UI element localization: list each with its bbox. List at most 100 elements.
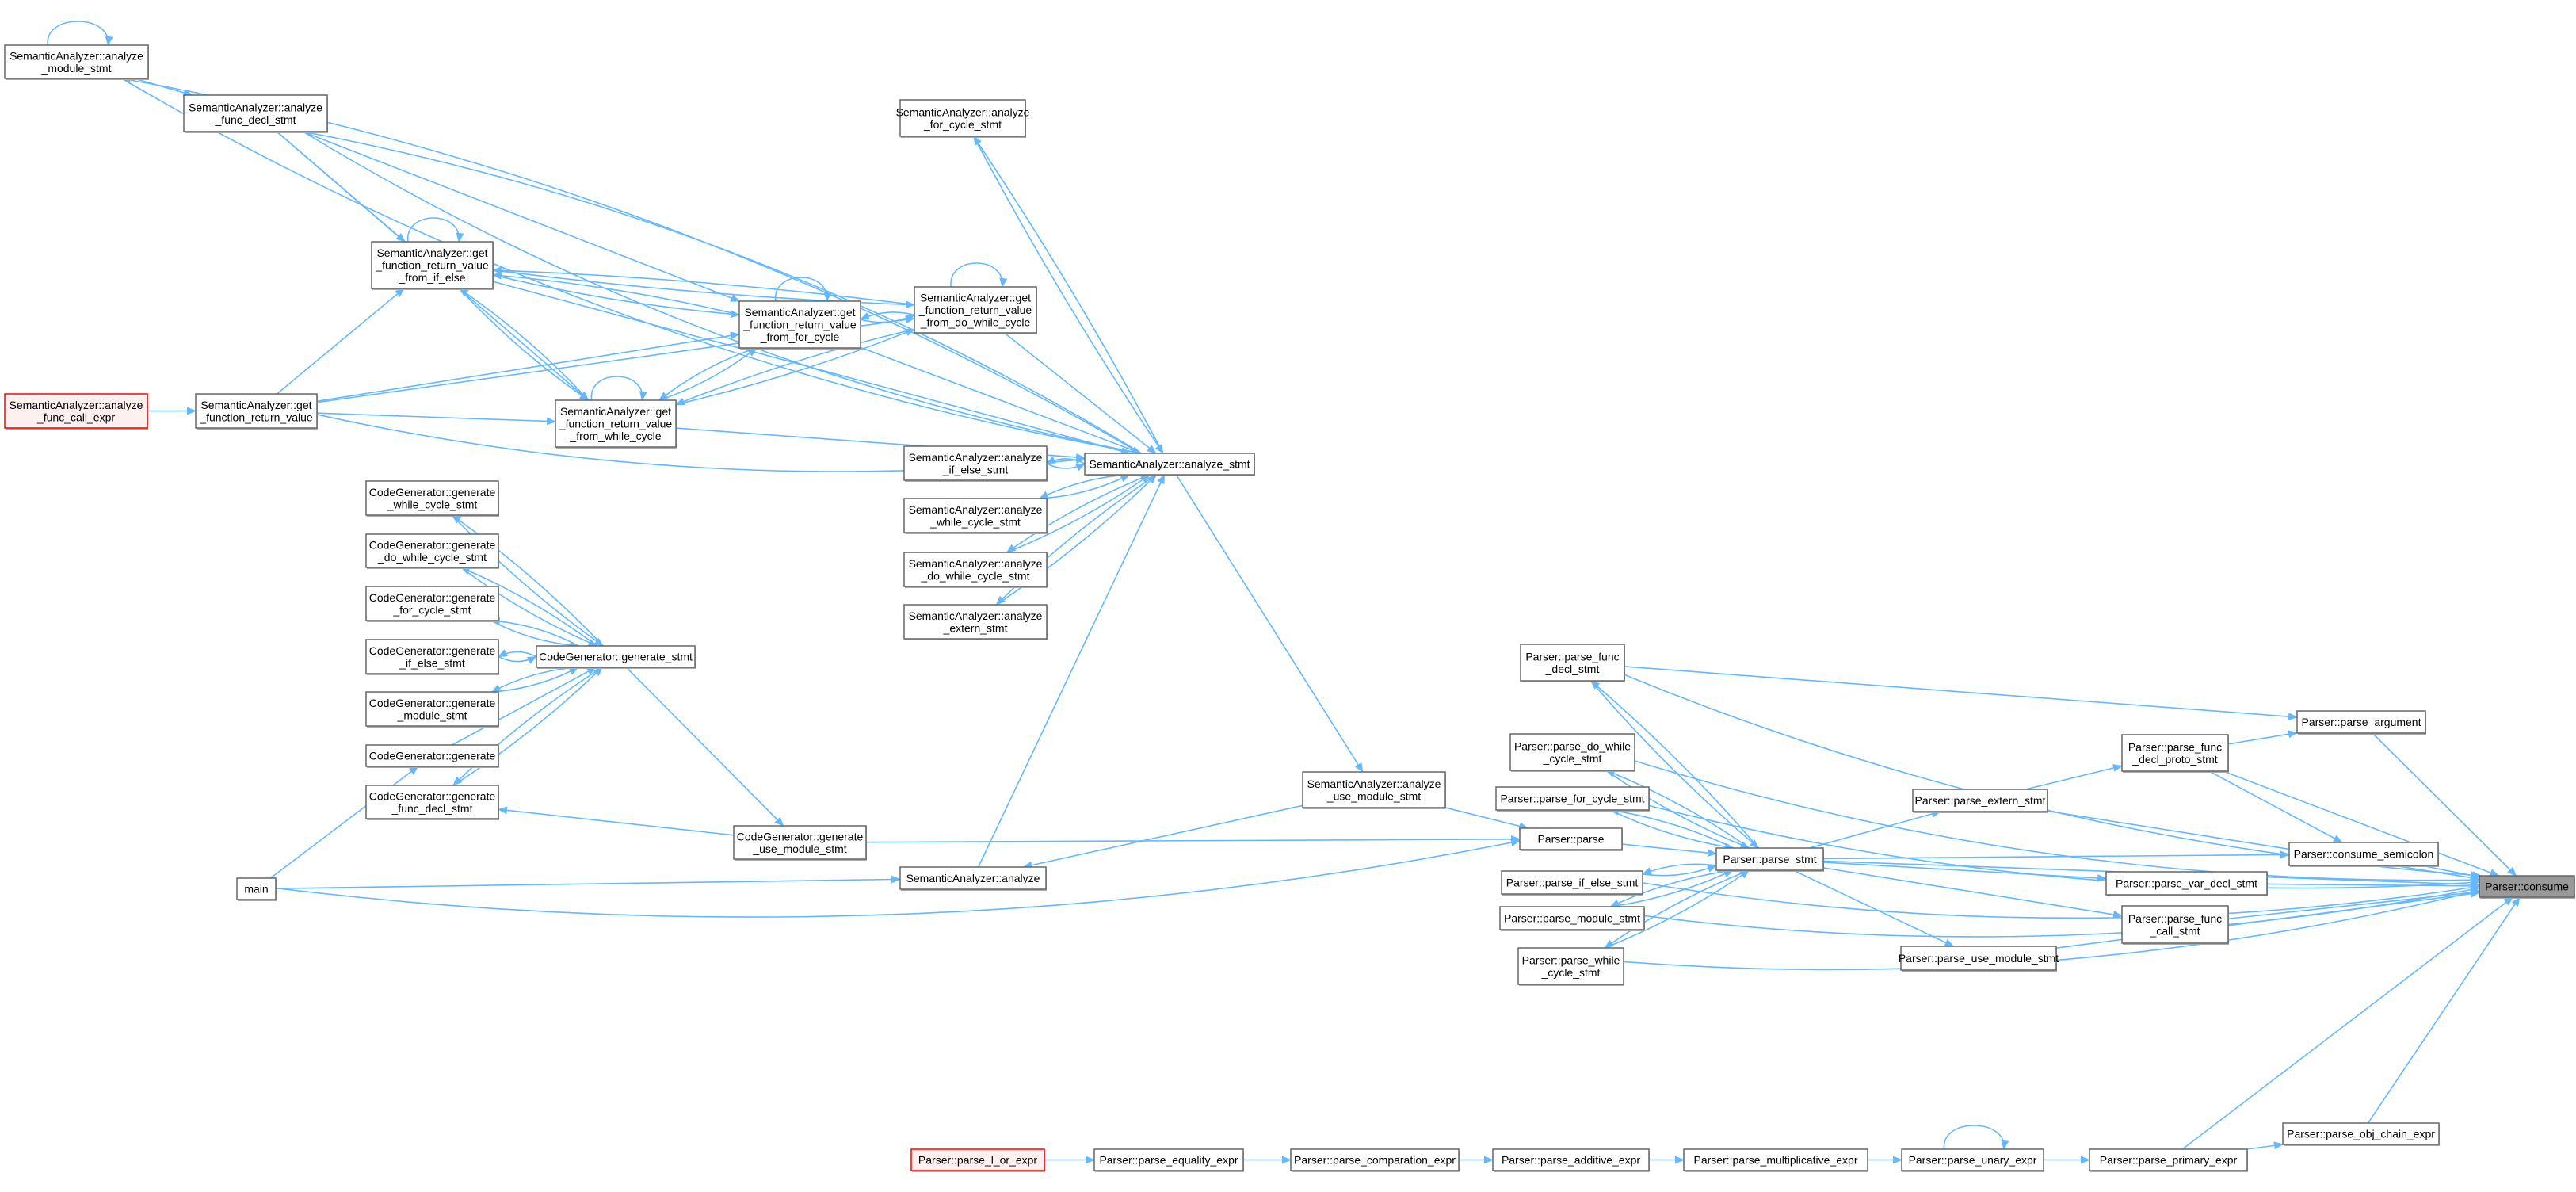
edge-sa_if-to-sa_stmt xyxy=(1046,463,1086,472)
node-box xyxy=(4,393,148,429)
node-box xyxy=(733,825,867,860)
node-cg-do[interactable]: CodeGenerator::generate_do_while_cycle_s… xyxy=(365,533,499,569)
edge-gfrv_while-to-gfrv_do xyxy=(675,328,915,406)
node-label-line: Parser::parse_func xyxy=(1525,650,1619,663)
node-p-unary[interactable]: Parser::parse_unary_expr xyxy=(1901,1148,2044,1172)
node-p-use[interactable]: Parser::parse_use_module_stmt xyxy=(1899,946,2059,972)
node-cg-while[interactable]: CodeGenerator::generate_while_cycle_stmt xyxy=(365,480,499,517)
node-cg-module[interactable]: CodeGenerator::generate_module_stmt xyxy=(365,691,499,728)
node-cg-gen[interactable]: CodeGenerator::generate xyxy=(365,744,499,768)
node-sa-module[interactable]: SemanticAnalyzer::analyze_module_stmt xyxy=(4,44,149,80)
node-p-func-decl[interactable]: Parser::parse_func_decl_stmt xyxy=(1520,644,1625,682)
node-box xyxy=(365,586,499,621)
node-box xyxy=(536,645,696,668)
node-p-proto[interactable]: Parser::parse_func_decl_proto_stmt xyxy=(2121,734,2229,773)
edge-cg_for-to-cg_stmt xyxy=(490,620,580,650)
edge-sa_use-to-sa_analyze xyxy=(1022,804,1303,869)
edge-p_do-to-p_consume xyxy=(1634,760,2480,884)
node-p-extern[interactable]: Parser::parse_extern_stmt xyxy=(1912,789,2048,813)
node-sa-use[interactable]: SemanticAnalyzer::analyze_use_module_stm… xyxy=(1302,771,1446,809)
node-sa-stmt[interactable]: SemanticAnalyzer::analyze_stmt xyxy=(1084,453,1255,476)
node-box xyxy=(1509,733,1635,771)
edge-gfrv_do-to-gfrv_if xyxy=(492,266,915,306)
nodes-layer: SemanticAnalyzer::analyze_module_stmtSem… xyxy=(4,44,2575,1172)
node-box xyxy=(365,639,499,674)
node-label-line: CodeGenerator::generate xyxy=(369,697,496,709)
node-label-line: _use_module_stmt xyxy=(752,842,846,855)
node-sa-while[interactable]: SemanticAnalyzer::analyze_while_cycle_st… xyxy=(903,498,1048,534)
node-p-comp[interactable]: Parser::parse_comparation_expr xyxy=(1290,1148,1460,1172)
node-label-line: _do_while_cycle_stmt xyxy=(921,569,1030,582)
edge-sa_stmt-to-sa_use xyxy=(1175,474,1364,773)
edge-p_chain-to-p_consume xyxy=(2367,896,2521,1124)
edge-p_proto-to-p_arg xyxy=(2227,730,2298,745)
node-cg-stmt[interactable]: CodeGenerator::generate_stmt xyxy=(536,645,696,669)
node-gfrv-do[interactable]: SemanticAnalyzer::get_function_return_va… xyxy=(914,286,1037,334)
node-p-semi[interactable]: Parser::consume_semicolon xyxy=(2288,842,2439,867)
edge-gfrv-to-gfrv_while xyxy=(316,412,556,426)
node-sa-call[interactable]: SemanticAnalyzer::analyze_func_call_expr xyxy=(4,393,148,430)
node-p-for[interactable]: Parser::parse_for_cycle_stmt xyxy=(1495,786,1650,812)
node-box xyxy=(2089,1148,2248,1171)
node-box xyxy=(555,399,677,448)
node-sa-analyze[interactable]: SemanticAnalyzer::analyze xyxy=(899,866,1047,891)
node-p-call[interactable]: Parser::parse_func_call_stmt xyxy=(2121,905,2229,945)
node-box xyxy=(1495,786,1650,811)
node-p-stmt[interactable]: Parser::parse_stmt xyxy=(1715,847,1824,872)
node-box xyxy=(2296,710,2426,734)
edge-p_func_decl-to-p_stmt xyxy=(1589,680,1760,849)
node-p-arg[interactable]: Parser::parse_argument xyxy=(2296,710,2426,735)
node-p-if[interactable]: Parser::parse_if_else_stmt xyxy=(1501,870,1643,896)
node-sa-do[interactable]: SemanticAnalyzer::analyze_do_while_cycle… xyxy=(903,552,1048,588)
node-cg-func[interactable]: CodeGenerator::generate_func_decl_stmt xyxy=(365,785,499,820)
node-cg-use[interactable]: CodeGenerator::generate_use_module_stmt xyxy=(733,825,867,861)
node-sa-func-decl[interactable]: SemanticAnalyzer::analyze_func_decl_stmt xyxy=(183,94,328,133)
node-p-mult[interactable]: Parser::parse_multiplicative_expr xyxy=(1683,1148,1868,1172)
node-p-do[interactable]: Parser::parse_do_while_cycle_stmt xyxy=(1509,733,1635,772)
node-gfrv-for[interactable]: SemanticAnalyzer::get_function_return_va… xyxy=(738,300,861,350)
node-label-line: _from_for_cycle xyxy=(760,330,840,343)
node-p-eq[interactable]: Parser::parse_equality_expr xyxy=(1093,1148,1244,1172)
edge-p_primary-to-p_chain xyxy=(2246,1141,2284,1150)
edge-sa_stmt-to-sa_while xyxy=(1039,474,1130,499)
node-label-line: SemanticAnalyzer::analyze xyxy=(909,503,1043,516)
node-cg-if[interactable]: CodeGenerator::generate_if_else_stmt xyxy=(365,639,499,675)
edge-p_arg-to-p_consume xyxy=(2372,732,2517,877)
node-box xyxy=(183,94,328,132)
node-main[interactable]: main xyxy=(236,877,277,901)
node-p-consume[interactable]: Parser::consume xyxy=(2479,875,2575,899)
node-sa-for[interactable]: SemanticAnalyzer::analyze_for_cycle_stmt xyxy=(896,99,1030,138)
node-label-line: _decl_stmt xyxy=(1545,663,1600,675)
edge-cg_stmt-to-cg_use xyxy=(625,667,784,827)
node-label-line: SemanticAnalyzer::analyze xyxy=(1307,777,1441,790)
node-p-parse[interactable]: Parser::parse xyxy=(1519,827,1623,851)
edge-sa_func_decl-to-gfrv_for xyxy=(302,131,741,302)
node-sa-if[interactable]: SemanticAnalyzer::analyze_if_else_stmt xyxy=(903,445,1048,482)
node-p-primary[interactable]: Parser::parse_primary_expr xyxy=(2089,1148,2248,1172)
node-p-lor[interactable]: Parser::parse_l_or_expr xyxy=(910,1148,1045,1172)
node-label-line: Parser::parse_equality_expr xyxy=(1099,1154,1238,1167)
node-label-line: _from_do_while_cycle xyxy=(920,316,1031,329)
edge-p_for-to-p_stmt xyxy=(1609,809,1735,851)
node-p-add[interactable]: Parser::parse_additive_expr xyxy=(1492,1148,1650,1172)
node-sa-extern[interactable]: SemanticAnalyzer::analyze_extern_stmt xyxy=(903,604,1048,640)
edge-p_proto-to-p_consume xyxy=(2223,770,2500,877)
node-label-line: SemanticAnalyzer::get xyxy=(560,405,671,418)
node-cg-for[interactable]: CodeGenerator::generate_for_cycle_stmt xyxy=(365,586,499,622)
edge-gfrv_do-to-sa_stmt xyxy=(1004,332,1157,454)
node-gfrv-if[interactable]: SemanticAnalyzer::get_function_return_va… xyxy=(371,241,494,290)
node-box xyxy=(365,480,499,516)
node-p-var[interactable]: Parser::parse_var_decl_stmt xyxy=(2105,871,2268,896)
node-gfrv[interactable]: SemanticAnalyzer::get_function_return_va… xyxy=(195,393,318,430)
node-label-line: _call_stmt xyxy=(2149,924,2200,937)
node-label-line: SemanticAnalyzer::analyze xyxy=(909,451,1043,464)
node-p-module[interactable]: Parser::parse_module_stmt xyxy=(1499,906,1645,931)
node-p-while[interactable]: Parser::parse_while_cycle_stmt xyxy=(1517,947,1624,986)
node-box xyxy=(1290,1148,1460,1171)
edge-gfrv-to-gfrv_for xyxy=(316,331,740,403)
node-box xyxy=(899,99,1026,137)
node-label-line: Parser::parse_primary_expr xyxy=(2100,1154,2238,1167)
node-p-chain[interactable]: Parser::parse_obj_chain_expr xyxy=(2282,1122,2440,1146)
node-gfrv-while[interactable]: SemanticAnalyzer::get_function_return_va… xyxy=(555,399,677,449)
edge-gfrv_do-to-gfrv_do xyxy=(950,262,1008,288)
